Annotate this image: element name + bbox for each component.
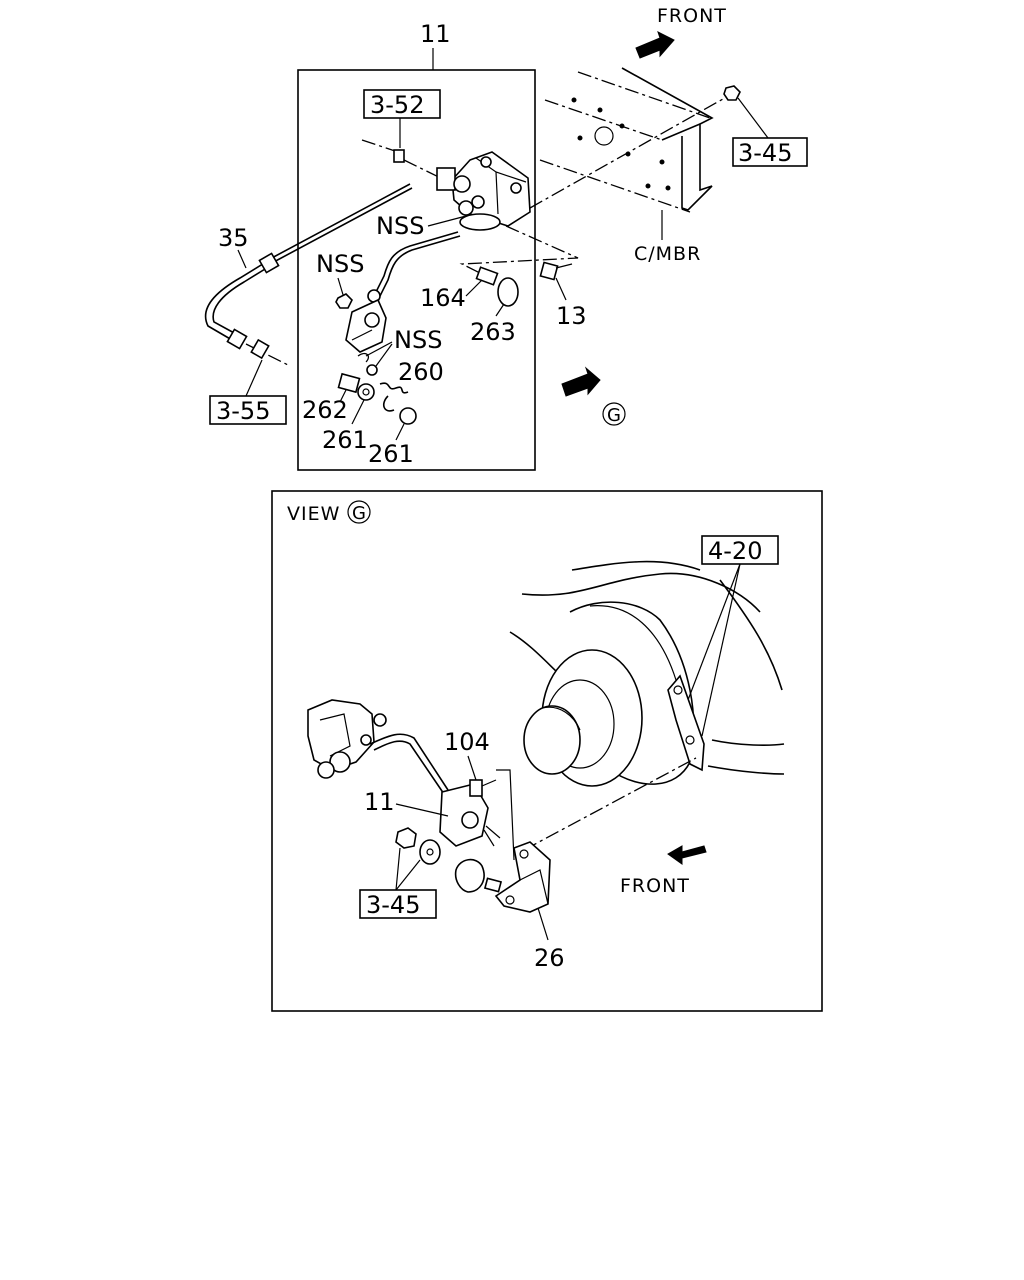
ref-3-45-detail-box [359,889,437,919]
ref-3-52: 3-52 [370,91,424,119]
part-164: 164 [420,284,466,312]
nss-label-2: NSS [316,250,364,278]
nut-icon [335,293,353,309]
crossmember [539,67,714,213]
ref-3-45-leader [737,97,769,139]
bracket-centerline [523,757,697,851]
front-label-detail: FRONT [620,875,690,897]
sleeve-262-icon [337,372,361,394]
part-164-leader [465,279,483,297]
ref-3-45d-leader-a [395,847,401,891]
ref-3-45d-leader-b [395,859,421,891]
nss-label-1: NSS [376,212,424,240]
valve-body [436,151,531,231]
part-261-a: 261 [322,426,368,454]
part-13: 13 [556,302,587,330]
nut-icon-detail [395,827,417,849]
mount-centerline [529,94,731,209]
part-26-leader [537,907,549,941]
bolt-13 [539,261,573,281]
nss-label-3: NSS [394,326,442,354]
crossmember-label: C/MBR [634,243,701,265]
part-104: 104 [444,728,490,756]
spring-260-icon [379,382,409,412]
link-rod [367,231,461,303]
part-11-leader [395,803,449,817]
part-26: 26 [534,944,565,972]
pipe-centerline [403,159,456,186]
part-35: 35 [218,224,249,252]
part-104-leader [467,755,477,781]
ref-3-45: 3-45 [738,139,792,167]
nss-3-leader-b [375,343,393,367]
part-261-b: 261 [368,440,414,468]
nut-3-45 [723,85,741,101]
detail-link-rod [369,733,449,795]
ref-3-55-leader [245,359,263,397]
pipe-end-dash [361,139,399,153]
bolt-13-centerline [459,225,579,277]
detail-marker-circle [347,500,371,524]
nss-1-leader [427,215,467,227]
ref-3-45-detail: 3-45 [366,891,420,919]
view-g-arrow-icon [561,366,601,397]
fitting-icon [393,149,405,163]
bracket-26 [483,841,551,913]
nss-3-leader-a [365,341,393,357]
ref-4-20-leader-b [701,563,741,737]
assembly-11-frame [297,69,536,471]
washer-icon-detail [419,839,441,865]
bushing-icon-detail [454,858,485,893]
ref-3-45-box [732,137,808,167]
cap-263-icon [497,277,519,307]
detail-frame [271,490,823,1012]
front-label-top: FRONT [657,5,727,27]
part-11: 11 [364,788,395,816]
ref-3-55: 3-55 [216,397,270,425]
part-263: 263 [470,318,516,346]
view-g-marker-circle [602,402,626,426]
detail-marker: G [352,503,366,524]
top-view: 11 FRONT C/MBR 3-45 [204,5,808,471]
clip-icon [357,352,370,363]
part-261b-leader [395,423,405,441]
detail-view: VIEW G 4-20 [271,490,823,1012]
housing-bracket [667,674,705,772]
ref-4-20-leader-a [687,563,741,701]
front-arrow-detail-icon [667,845,707,865]
view-g-marker: G [607,405,621,426]
part-262-leader [339,389,347,403]
bushing-261a-icon [357,383,375,401]
assembly-label: 11 [420,20,451,48]
bolt-104-icon [469,779,483,797]
ref-3-55-box [209,395,287,425]
ref-4-20: 4-20 [708,537,762,565]
bolt-104-path [496,769,515,861]
ref-3-52-box [363,89,441,119]
bushing-261b-icon [399,407,417,425]
bolt-104-shank [481,779,497,787]
detail-valve [307,699,387,779]
part-261a-leader [351,399,365,425]
front-arrow-top-icon [635,31,675,59]
axle-housing [509,560,785,787]
part-263-leader [495,303,505,317]
part-260: 260 [398,358,444,386]
detail-title: VIEW [287,503,340,525]
pipe-35 [204,183,413,367]
part-35-leader [237,249,247,269]
lever-bracket [345,298,387,353]
washer-icon [366,364,378,376]
part-13-leader [555,277,567,301]
